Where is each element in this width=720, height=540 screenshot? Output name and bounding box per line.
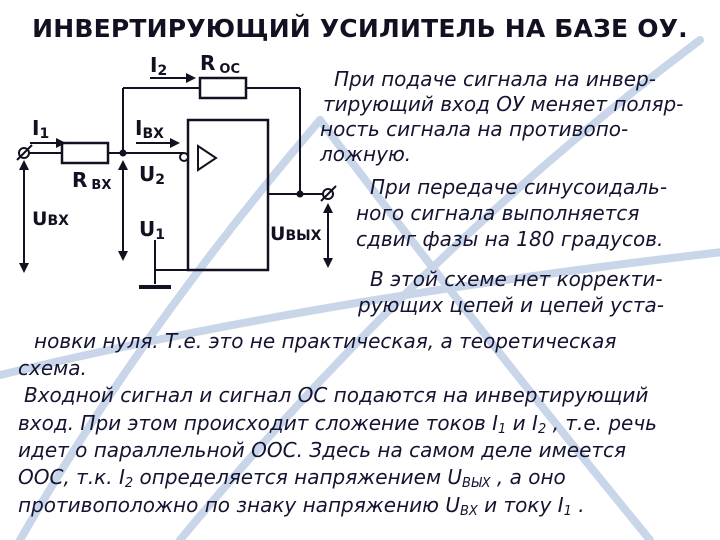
label-i2: I2 xyxy=(150,53,167,79)
right-text-line-4: ложную. xyxy=(320,142,412,166)
i1-arrowhead xyxy=(56,138,66,148)
right-text-line-6: ного сигнала выполняется xyxy=(356,201,640,225)
ubx-arrowhead-bottom xyxy=(19,263,29,273)
ubx-arrowhead-top xyxy=(19,160,29,170)
right-text-line-9: рующих цепей и цепей уста- xyxy=(358,293,665,317)
label-u2: U2 xyxy=(139,162,165,188)
right-text-line-1: При подаче сигнала на инвер- xyxy=(334,67,656,91)
opamp-body xyxy=(186,118,270,272)
ubyx-arrowhead-top xyxy=(323,203,333,213)
bottom-text-line-1: новки нуля. Т.е. это не практическая, а … xyxy=(34,329,617,353)
right-text-line-3: ность сигнала на противопо- xyxy=(320,117,629,141)
label-ubyx: UВЫХ xyxy=(270,223,322,245)
node-dot-input xyxy=(119,149,127,157)
bottom-text-line-2: схема. xyxy=(18,356,87,380)
label-ibx: IВХ xyxy=(135,116,164,142)
bottom-text-line-5: идет о параллельной ООС. Здесь на самом … xyxy=(18,438,627,462)
label-i1: I1 xyxy=(32,116,49,142)
u1-arrowhead-top xyxy=(118,160,128,170)
bottom-text-line-3: Входной сигнал и сигнал ОС подаются на и… xyxy=(24,383,649,407)
right-text-line-8: В этой схеме нет корректи- xyxy=(370,267,663,291)
input-terminal-slash xyxy=(16,144,33,161)
bottom-text-line-6: ООС, т.к. I2 определяется напряжением UВ… xyxy=(18,465,566,491)
inverting-input-terminal xyxy=(179,152,189,162)
opamp-triangle-icon xyxy=(197,144,218,172)
node-dot-output xyxy=(296,190,304,198)
ubyx-arrowhead-bottom xyxy=(323,258,333,268)
i2-arrowhead xyxy=(186,73,196,83)
resistor-rbx xyxy=(60,141,110,165)
output-terminal-slash xyxy=(320,185,337,202)
label-u1: U1 xyxy=(139,217,165,243)
bottom-text-line-4: вход. При этом происходит сложение токов… xyxy=(18,411,657,437)
right-text-line-2: тирующий вход ОУ меняет поляр- xyxy=(323,92,684,116)
right-text-line-7: сдвиг фазы на 180 градусов. xyxy=(356,227,664,251)
label-ubx: UВХ xyxy=(32,208,69,230)
bottom-text-line-7: противоположно по знаку напряжению UВХ и… xyxy=(18,493,585,519)
u1-arrowhead-bottom xyxy=(118,251,128,261)
ibx-arrowhead xyxy=(170,138,180,148)
page-title: ИНВЕРТИРУЮЩИЙ УСИЛИТЕЛЬ НА БАЗЕ ОУ. xyxy=(32,14,688,43)
resistor-roc xyxy=(198,76,248,100)
right-text-line-5: При передаче синусоидаль- xyxy=(370,175,668,199)
